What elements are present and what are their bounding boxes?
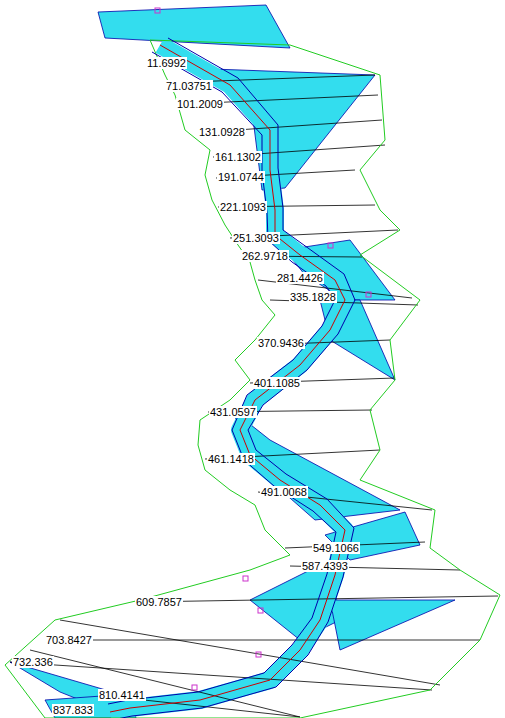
roadway (110, 45, 345, 712)
station-marker (155, 8, 371, 690)
station-label: 401.1085 (253, 377, 301, 389)
station-label: 587.4393 (301, 560, 349, 572)
earthwork-areas (10, 5, 455, 718)
station-label: 191.0744 (217, 171, 265, 183)
station-label: 837.833 (52, 704, 94, 716)
station-label: 335.1828 (289, 291, 337, 303)
station-label: 461.1418 (207, 453, 255, 465)
station-label: 370.9436 (257, 337, 305, 349)
station-label: 11.6992 (146, 57, 187, 69)
boundary-line (5, 40, 500, 718)
station-label: 732.336 (12, 656, 54, 668)
station-label: 810.4141 (98, 689, 146, 701)
station-label: 161.1302 (214, 151, 262, 163)
station-label: 131.0928 (198, 126, 246, 138)
station-label: 251.3093 (232, 232, 280, 244)
road-edge (108, 52, 336, 704)
station-label: 221.1093 (219, 201, 267, 213)
station-label: 281.4426 (276, 272, 324, 284)
station-label: 71.03751 (165, 80, 213, 92)
station-label: 431.0597 (209, 406, 257, 418)
station-label: 703.8427 (45, 634, 93, 646)
station-label: 609.7857 (135, 596, 183, 608)
station-label: 262.9718 (241, 250, 289, 262)
centerline (110, 45, 345, 712)
station-label: 101.2009 (176, 98, 224, 110)
station-label: 549.1066 (312, 542, 360, 554)
station-label: 491.0068 (260, 486, 308, 498)
cross-sections (10, 75, 498, 717)
road-edge (112, 38, 355, 718)
